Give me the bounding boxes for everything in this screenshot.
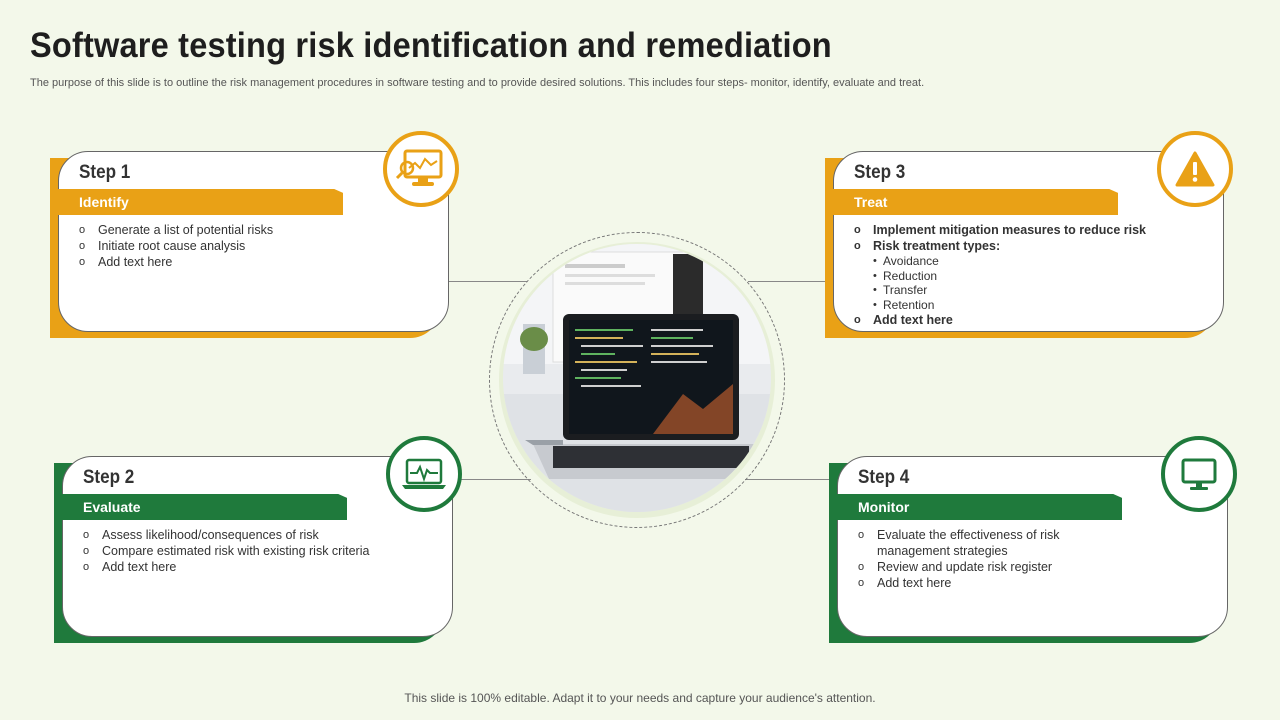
- treatment-type: Retention: [873, 298, 1194, 313]
- step1-label: Step 1: [79, 162, 131, 183]
- list-item: Risk treatment types: Avoidance Reductio…: [854, 238, 1194, 312]
- list-item: Evaluate the effectiveness of risk manag…: [858, 527, 1088, 559]
- list-item: Implement mitigation measures to reduce …: [854, 222, 1194, 238]
- treatment-type: Reduction: [873, 269, 1194, 284]
- center-dashed-ring: [489, 232, 785, 528]
- footer-note: This slide is 100% editable. Adapt it to…: [404, 691, 876, 705]
- step1-icon-circle: [383, 131, 459, 207]
- desktop-monitor-icon: [1181, 458, 1217, 490]
- treatment-types-list: Avoidance Reduction Transfer Retention: [873, 254, 1194, 312]
- step4-label: Step 4: [858, 467, 910, 488]
- step1-list: Generate a list of potential risks Initi…: [79, 222, 419, 270]
- step1-banner: Identify: [51, 189, 343, 215]
- step4-list: Evaluate the effectiveness of risk manag…: [858, 527, 1088, 591]
- page-title: Software testing risk identification and…: [30, 26, 832, 65]
- connector-step3: [748, 281, 828, 282]
- list-item: Initiate root cause analysis: [79, 238, 419, 254]
- step3-label: Step 3: [854, 162, 906, 183]
- list-item: Add text here: [79, 254, 419, 270]
- step3-list: Implement mitigation measures to reduce …: [854, 222, 1194, 328]
- step2-list: Assess likelihood/consequences of risk C…: [83, 527, 423, 575]
- step2-banner: Evaluate: [55, 494, 347, 520]
- list-item: Add text here: [858, 575, 1088, 591]
- step3-icon-circle: [1157, 131, 1233, 207]
- list-item-text: Risk treatment types:: [873, 239, 1001, 253]
- monitor-chart-icon: [395, 149, 443, 186]
- warning-icon: [1175, 151, 1215, 187]
- step2-label: Step 2: [83, 467, 135, 488]
- list-item: Generate a list of potential risks: [79, 222, 419, 238]
- list-item: Add text here: [83, 559, 423, 575]
- laptop-photo: [503, 244, 771, 512]
- connector-step2: [451, 479, 531, 480]
- list-item: Add text here: [854, 312, 1194, 328]
- step4-banner: Monitor: [830, 494, 1122, 520]
- list-item: Review and update risk register: [858, 559, 1088, 575]
- list-item: Assess likelihood/consequences of risk: [83, 527, 423, 543]
- list-item: Compare estimated risk with existing ris…: [83, 543, 423, 559]
- connector-step4: [745, 479, 831, 480]
- treatment-type: Transfer: [873, 283, 1194, 298]
- step3-banner: Treat: [826, 189, 1118, 215]
- connector-step1: [447, 281, 527, 282]
- step4-icon-circle: [1161, 436, 1237, 512]
- page-subtitle: The purpose of this slide is to outline …: [30, 77, 925, 89]
- step2-icon-circle: [386, 436, 462, 512]
- treatment-type: Avoidance: [873, 254, 1194, 269]
- laptop-pulse-icon: [402, 458, 446, 489]
